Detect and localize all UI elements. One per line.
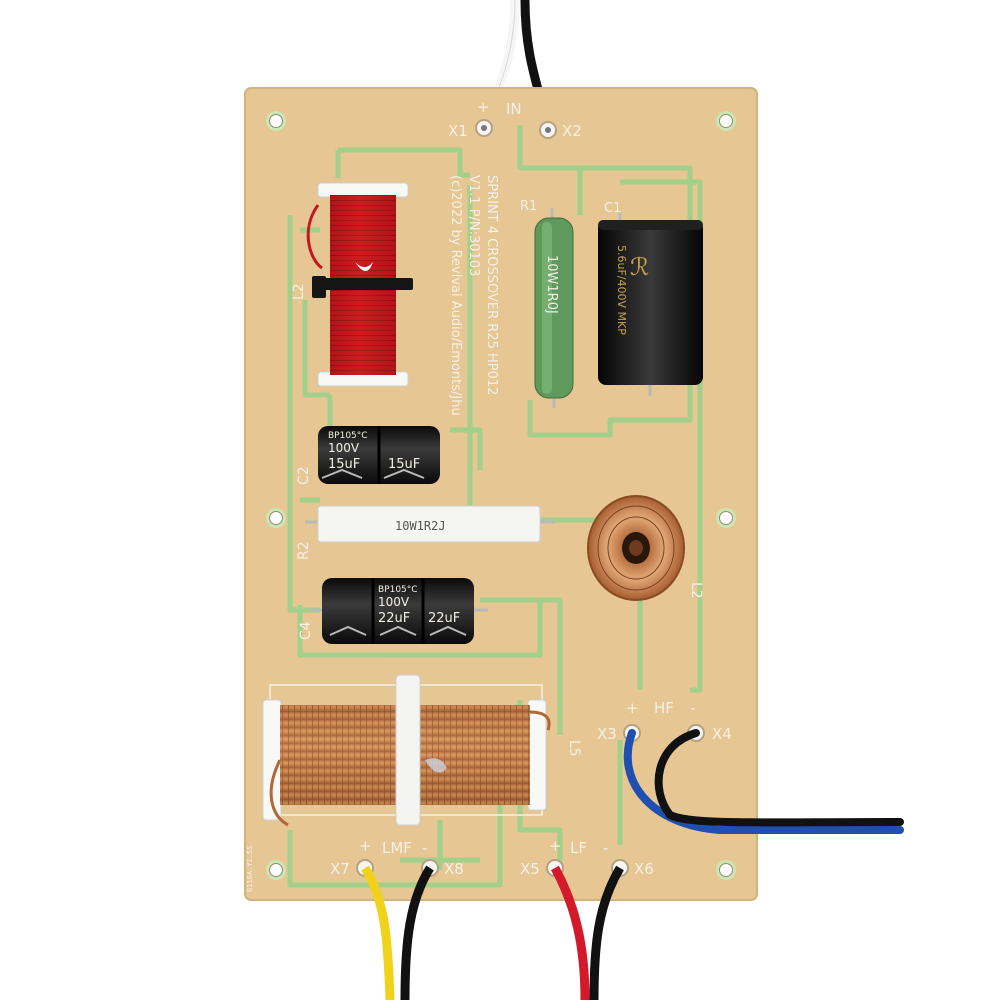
terminal-x8-label: X8 — [444, 860, 464, 878]
lf-black-wire — [589, 865, 624, 1000]
input-plus-label: + — [477, 98, 490, 116]
designator-c2: C2 — [296, 466, 312, 485]
lf-plus-label: + — [549, 837, 562, 855]
inductor-l5 — [262, 674, 551, 827]
designator-l2-air: L2 — [688, 582, 704, 599]
lf-red-wire — [551, 865, 590, 1000]
hf-blue-wire — [623, 729, 904, 834]
lf-minus-label: - — [603, 839, 608, 857]
lmf-plus-label: + — [359, 837, 372, 855]
terminal-x4-label: X4 — [712, 725, 732, 743]
terminal-x3-label: X3 — [597, 725, 617, 743]
c2-temp-print: BP105°C — [328, 431, 368, 441]
resistor-r1: 10W1R0J — [534, 208, 574, 408]
board-title-line3: (c)2022 by Revival Audio/Emonts/Jhu — [448, 175, 463, 416]
c2-cap-print-b: 15uF — [388, 457, 420, 472]
hf-plus-label: + — [626, 699, 639, 717]
designator-c4: C4 — [298, 621, 314, 640]
board-title: SPRINT 4 CROSSOVER R25 HP012 — [484, 175, 499, 395]
resistor-r2: 10W1R2J — [305, 505, 555, 543]
c4-cap-print-b: 22uF — [428, 611, 460, 626]
capacitor-c2: BP105°C 100V 15uF 15uF — [318, 426, 440, 484]
terminal-x5-label: X5 — [520, 860, 540, 878]
hf-black-wire — [654, 729, 904, 827]
hf-minus-label: - — [690, 699, 695, 717]
c4-volt-print: 100V — [378, 595, 410, 609]
pcb-traces — [287, 125, 703, 888]
r1-value-print: 10W1R0J — [544, 255, 559, 314]
capacitor-c4: BP105°C 100V 22uF 22uF — [310, 578, 488, 644]
lmf-label: LMF — [382, 839, 412, 857]
c2-volt-print: 100V — [328, 441, 360, 455]
c4-temp-print: BP105°C — [378, 585, 418, 595]
terminal-x2-label: X2 — [562, 122, 582, 140]
designator-l2-top: L2 — [291, 283, 307, 300]
lmf-yellow-wire — [361, 865, 395, 1000]
terminal-x1-label: X1 — [448, 122, 468, 140]
inductor-l2-red — [306, 182, 413, 387]
board-corner-code: 6116A.Y1.55 — [246, 846, 254, 892]
terminal-x6-label: X6 — [634, 860, 654, 878]
mounting-holes — [266, 111, 736, 880]
c4-cap-print-a: 22uF — [378, 611, 410, 626]
terminal-x7-label: X7 — [330, 860, 350, 878]
inductor-l2-air-coil — [587, 495, 685, 601]
designator-r1: R1 — [520, 199, 537, 214]
c1-logo-mark: ℛ — [630, 253, 649, 281]
board-title-line2: V1.1 P/N:30103 — [466, 175, 481, 276]
r2-value-print: 10W1R2J — [395, 519, 446, 533]
c2-cap-print-a: 15uF — [328, 457, 360, 472]
lmf-black-wire — [400, 865, 434, 1000]
input-label: IN — [506, 100, 522, 118]
c1-value-print: 5.6uF/400V MKP — [615, 245, 628, 335]
designator-r2: R2 — [296, 541, 312, 560]
designator-l5: L5 — [566, 740, 582, 757]
board-title-line1: SPRINT 4 CROSSOVER R25 HP012 — [484, 175, 499, 395]
lf-label: LF — [570, 839, 587, 857]
hf-label: HF — [654, 699, 674, 717]
designator-c1: C1 — [604, 201, 621, 216]
capacitor-c1: ℛ 5.6uF/400V MKP — [598, 213, 703, 396]
lmf-minus-label: - — [422, 839, 427, 857]
